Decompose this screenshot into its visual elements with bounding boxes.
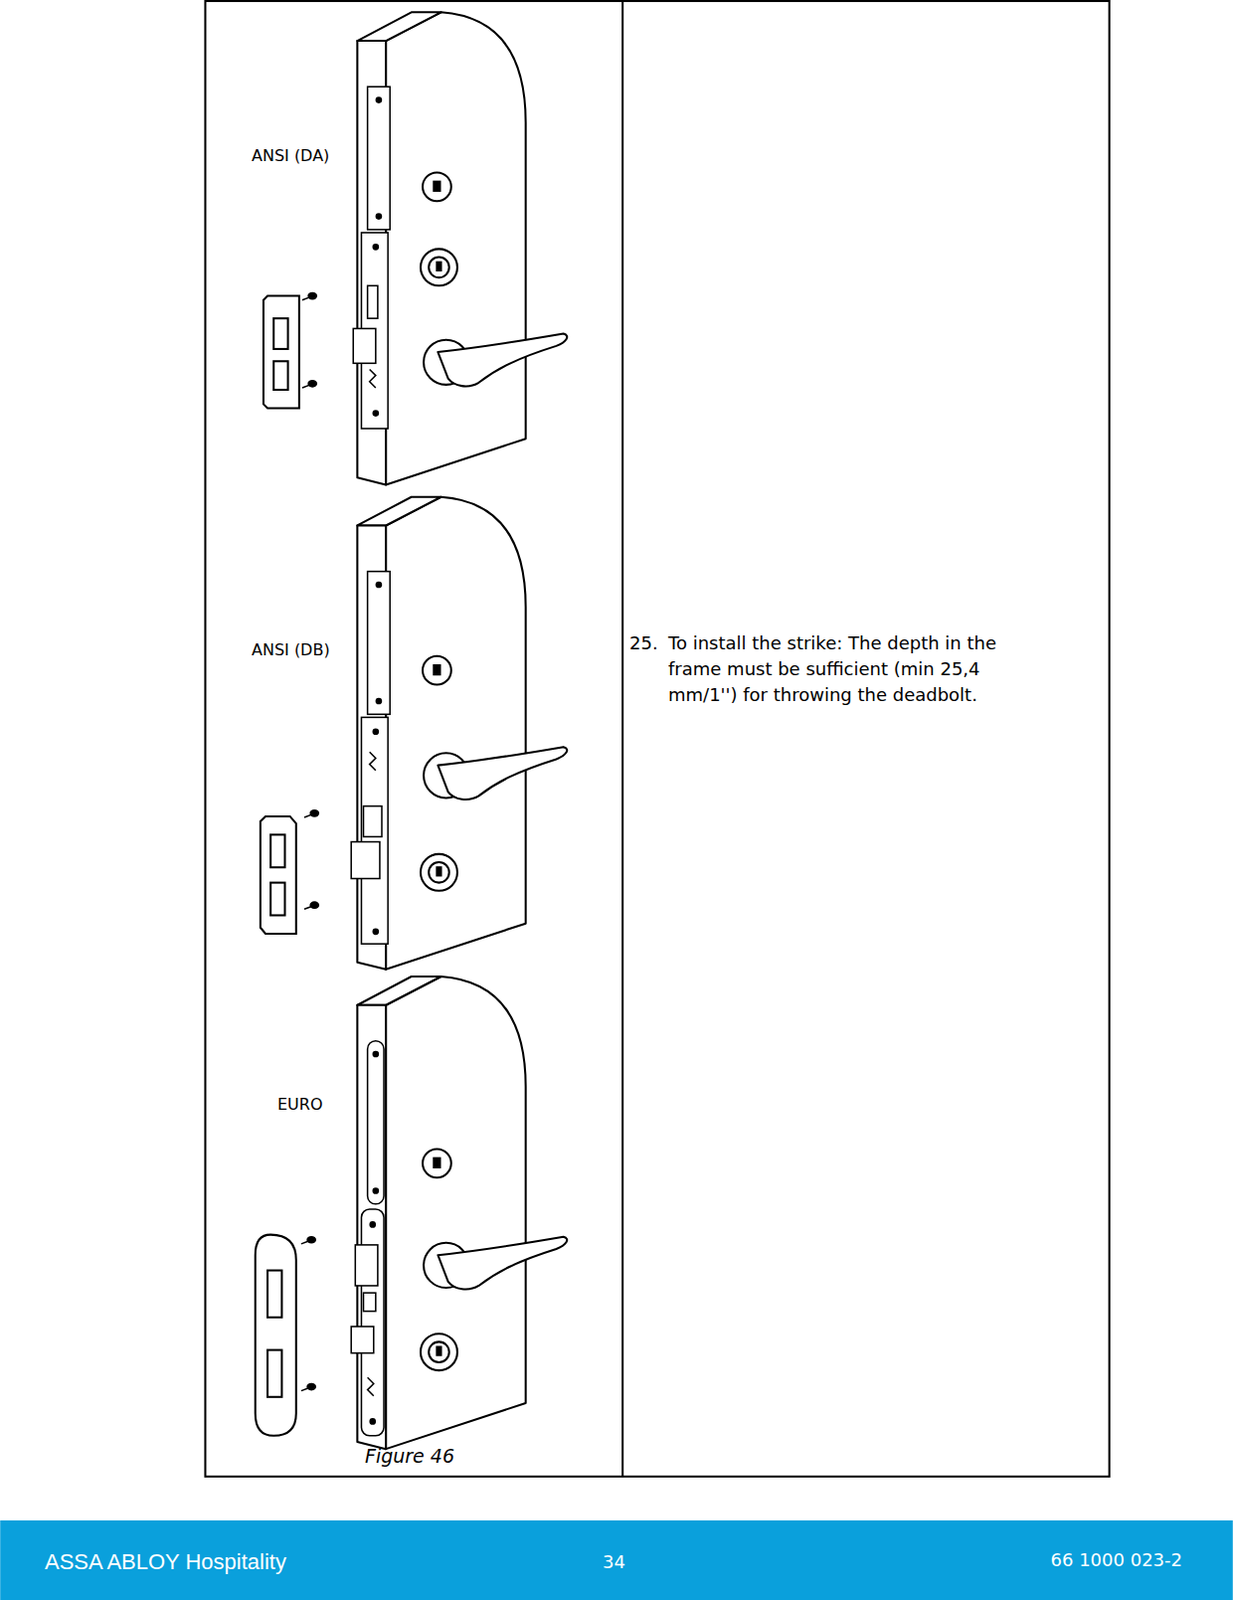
figure-caption: Figure 46 <box>364 1443 455 1468</box>
step-text: To install the strike: The depth in the … <box>668 630 1002 708</box>
page-number: 34 <box>602 1549 626 1576</box>
variant-label: EURO <box>277 1094 324 1115</box>
footer-brand: ASSA ABLOY Hospitality <box>44 1548 287 1577</box>
variant-label: ANSI (DB) <box>251 640 331 661</box>
document-number: 66 1000 023-2 <box>1051 1547 1183 1574</box>
step-number: 25. <box>629 630 659 657</box>
variant-label: ANSI (DA) <box>251 146 330 167</box>
